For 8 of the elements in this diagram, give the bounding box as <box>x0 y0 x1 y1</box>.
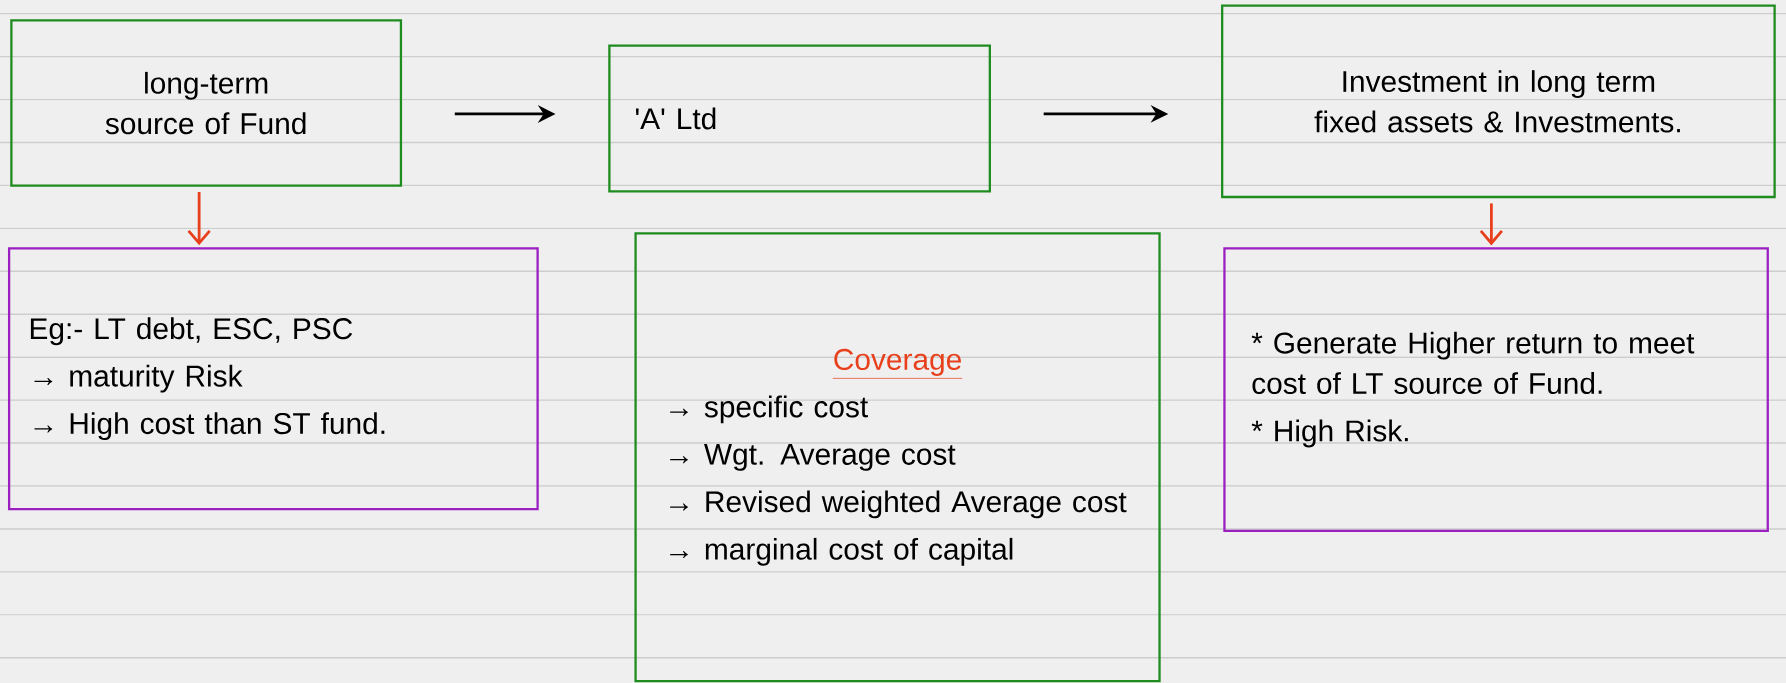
note-box: long-term source of Fund <box>10 19 403 187</box>
note-box: * Generate Higher return to meet cost of LT source of Fund. * High Risk. <box>1223 246 1769 532</box>
note-box: Investment in long term fixed assets & Investments. <box>1221 4 1776 198</box>
arrow <box>1479 203 1503 246</box>
arrow <box>187 191 211 246</box>
note-box: 'A' Ltd <box>608 44 991 193</box>
note-box: Coverage → specific cost → Wgt. Average cost → Revised weighted Average cost → marginal cost of capital <box>634 232 1161 683</box>
note-box: Eg:- LT debt, ESC, PSC → maturity Risk → High cost than ST fund. <box>7 246 539 511</box>
